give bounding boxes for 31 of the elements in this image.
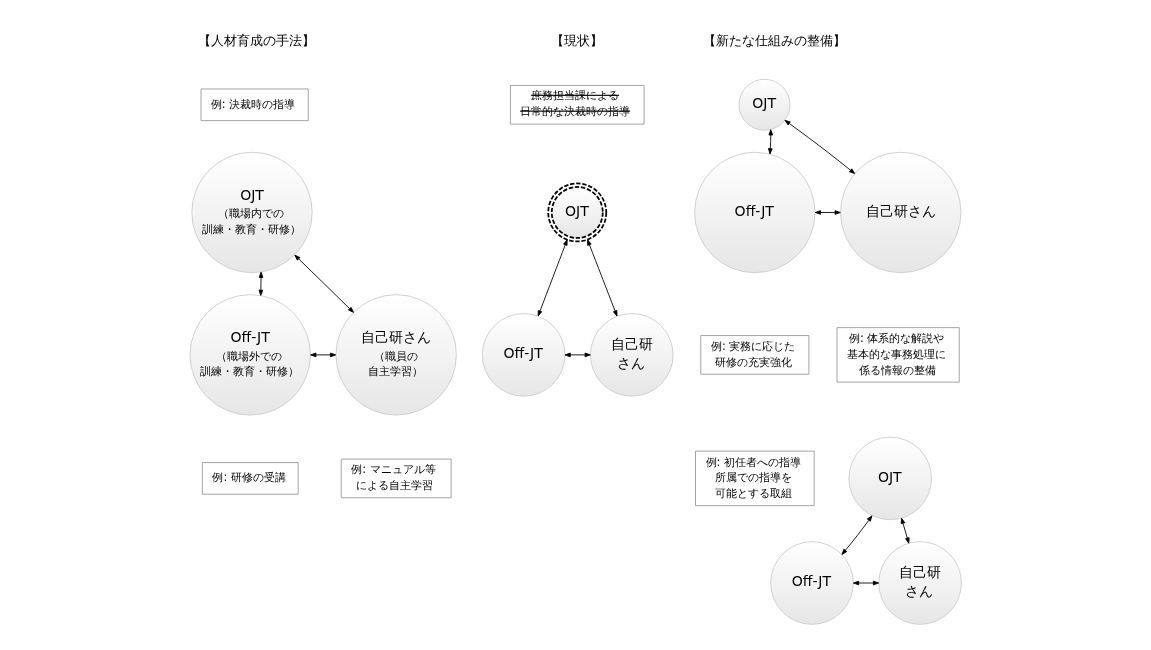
arrow <box>768 129 774 155</box>
node-box: 庶務担当課による日常的な決裁時の指導 <box>510 85 645 125</box>
label: 【新たな仕組みの整備】 <box>702 32 846 48</box>
node-circle: OJT （職場内での訓練・教育・研修） <box>191 151 313 274</box>
node-circle: Off-JT <box>770 541 854 625</box>
node-box: 例: 体系的な解説や基本的な事務処理に係る情報の整備 <box>836 327 960 383</box>
arrow <box>537 239 568 317</box>
node-box: 例: 実務に応じた研修の充実強化 <box>700 335 810 375</box>
arrow <box>814 210 841 215</box>
arrow <box>900 517 910 544</box>
arrow <box>564 352 591 358</box>
arrow <box>784 119 856 175</box>
node-circle: Off-JT （職場外での訓練・教育・研修） <box>189 294 311 416</box>
arrow <box>852 580 880 586</box>
arrow <box>294 254 354 313</box>
node-box: 例: 決裁時の指導 <box>200 88 309 122</box>
arrow <box>310 352 337 358</box>
node-circle: 自己研さん <box>840 151 962 274</box>
node-circle: Off-JT <box>694 151 816 274</box>
node-circle: Off-JT <box>481 313 566 397</box>
node-circle: 自己研さん <box>590 313 674 397</box>
node-box: 例: マニュアル等による自主学習 <box>340 458 452 499</box>
node-circle: 自己研さん （職員の自主学習） <box>335 294 457 416</box>
arrow <box>587 239 618 317</box>
node-box: 例: 初任者への指導所属での指導を可能とする取組 <box>695 450 815 507</box>
node-box: 例: 研修の受講 <box>201 462 299 495</box>
label: 【人材育成の手法】 <box>197 32 315 48</box>
node-circle: 自己研さん <box>878 541 962 625</box>
arrow <box>841 515 873 555</box>
arrow <box>258 271 264 296</box>
label: 【現状】 <box>551 32 604 48</box>
